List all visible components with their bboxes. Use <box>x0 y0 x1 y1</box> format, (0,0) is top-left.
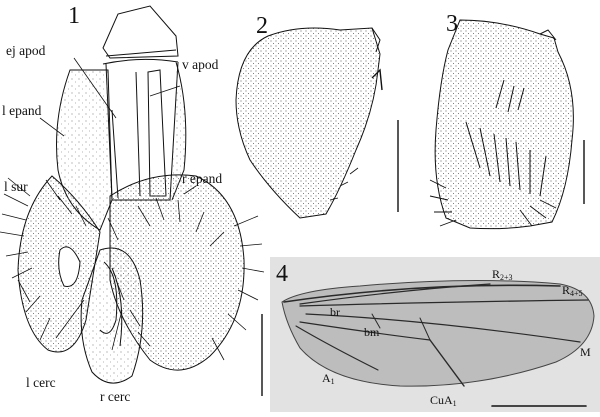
panel-number-1: 1 <box>68 3 80 29</box>
wing-label-a1-main: A <box>322 371 331 385</box>
wing-label-bm: bm <box>364 325 380 339</box>
wing-label-br: br <box>330 305 340 319</box>
wing-label-r23-main: R <box>492 267 501 281</box>
label-r-epand: r epand <box>182 171 223 186</box>
wing-label-r45: R4+5 <box>562 284 583 300</box>
wing-label-r23-sub: 2+3 <box>500 273 513 282</box>
wing-label-cua1: CuA1 <box>430 394 457 410</box>
wing-label-r45-main: R <box>562 283 571 297</box>
label-l-cerc: l cerc <box>26 375 56 390</box>
label-v-apod: v apod <box>182 57 219 72</box>
label-ej-apod: ej apod <box>6 43 46 58</box>
wing-label-r23: R2+3 <box>492 268 513 284</box>
wing-label-r45-sub: 4+5 <box>570 289 583 298</box>
figure-3-plate <box>429 19 585 230</box>
wing-label-cua1-sub: 1 <box>452 399 457 408</box>
panel-number-3: 3 <box>446 11 458 37</box>
panel-number-4: 4 <box>276 261 288 287</box>
figure-1-terminalia <box>0 5 265 396</box>
label-r-cerc: r cerc <box>100 389 131 404</box>
figure-2-plate <box>235 27 399 219</box>
label-l-epand: l epand <box>2 103 42 118</box>
label-l-sur: l sur <box>4 179 28 194</box>
panel-number-2: 2 <box>256 13 268 39</box>
wing-label-a1-sub: 1 <box>330 377 335 386</box>
wing-label-a1: A1 <box>322 372 335 388</box>
wing-label-m: M <box>580 345 591 359</box>
wing-label-cua1-main: CuA <box>430 393 453 407</box>
figure-4-wing <box>281 279 595 407</box>
